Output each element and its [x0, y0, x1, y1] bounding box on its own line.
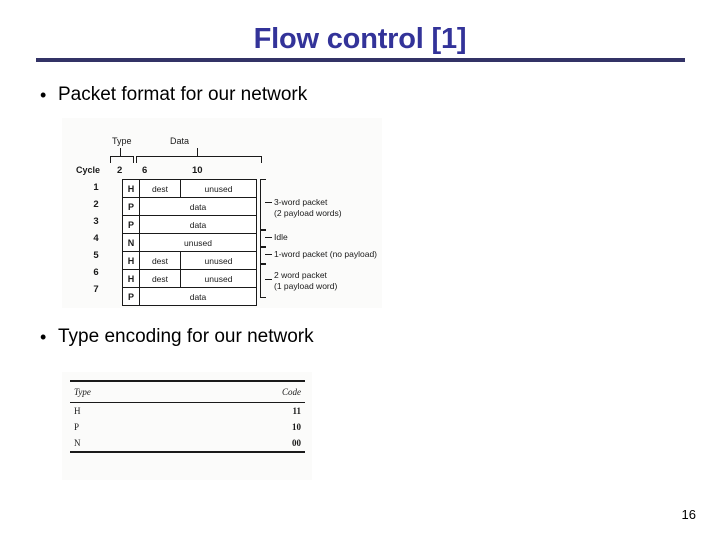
cell-type: H — [122, 179, 140, 198]
cell-type: P — [122, 215, 140, 234]
cell-type: P — [74, 422, 80, 432]
cell-type: P — [122, 287, 140, 306]
annotation-line: 2 word packet — [274, 270, 327, 280]
annotation-idle: Idle — [274, 232, 288, 243]
table-row: H 11 — [70, 403, 305, 420]
annotation-brace — [260, 230, 266, 247]
table-row: P data — [122, 197, 257, 216]
brace-tick-data — [197, 148, 199, 157]
table-row: H dest unused — [122, 251, 257, 270]
annotation-brace — [260, 247, 266, 264]
table-row: H dest unused — [122, 179, 257, 198]
cell-payload: data — [139, 287, 257, 306]
table-row: P data — [122, 215, 257, 234]
width-label-type: 2 — [117, 165, 123, 176]
cell-payload: data — [139, 197, 257, 216]
cell-dest: dest — [139, 251, 181, 270]
brace-data — [136, 156, 262, 163]
bullet-label: Type encoding for our network — [58, 326, 314, 347]
width-label-payload: 10 — [192, 165, 203, 176]
table-header-row: Type Code — [70, 380, 305, 403]
column-header-type: Type — [70, 380, 188, 403]
bullet-item-type-encoding: • Type encoding for our network — [40, 324, 314, 350]
cycle-number: 5 — [93, 250, 99, 261]
annotation-1-word-packet: 1-word packet (no payload) — [274, 249, 377, 260]
table-row: P 10 — [70, 419, 305, 435]
bullet-marker-icon: • — [40, 327, 47, 347]
field-header-type: Type — [112, 136, 132, 146]
cell-payload: data — [139, 215, 257, 234]
page-number: 16 — [681, 507, 696, 522]
annotation-brace — [260, 264, 266, 298]
cell-type: P — [122, 197, 140, 216]
bullet-marker-icon: • — [40, 85, 47, 105]
table-row: N unused — [122, 233, 257, 252]
annotation-line: (1 payload word) — [274, 281, 338, 291]
cycle-number: 2 — [93, 199, 99, 210]
annotation-line: Idle — [274, 232, 288, 242]
cell-type: N — [122, 233, 140, 252]
cycle-number: 7 — [93, 284, 99, 295]
page-title: Flow control [1] — [253, 23, 467, 55]
cell-type: H — [74, 406, 81, 416]
packet-format-figure: Type Data Cycle 2 6 10 1 2 3 4 5 6 7 H d… — [62, 118, 382, 308]
table-row: H dest unused — [122, 269, 257, 288]
table-row: N 00 — [70, 435, 305, 453]
cycle-number: 6 — [93, 267, 99, 278]
brace-type — [110, 156, 134, 163]
cell-code: 11 — [292, 406, 301, 416]
cell-dest: dest — [139, 269, 181, 288]
bullet-item-packet-format: • Packet format for our network — [40, 82, 307, 108]
annotation-line: 3-word packet — [274, 197, 328, 207]
cell-dest: dest — [139, 179, 181, 198]
field-header-data: Data — [170, 136, 190, 146]
width-label-dest: 6 — [142, 165, 148, 176]
annotation-brace — [260, 179, 266, 230]
cycle-column-header: Cycle — [76, 165, 101, 175]
cell-payload: unused — [139, 233, 257, 252]
cell-payload: unused — [180, 179, 257, 198]
annotation-nub — [265, 254, 272, 256]
cell-code: 10 — [292, 422, 301, 432]
annotation-nub — [265, 202, 272, 204]
brace-tick-type — [120, 148, 122, 157]
type-encoding-table: Type Code H 11 P 10 N 00 — [70, 380, 305, 453]
cell-code: 00 — [187, 435, 305, 453]
cycle-number: 4 — [93, 233, 99, 244]
cell-type: H — [122, 269, 140, 288]
annotation-line: (2 payload words) — [274, 208, 342, 218]
table-row: P data — [122, 287, 257, 306]
annotation-line: 1-word packet (no payload) — [274, 249, 378, 259]
cycle-number-column: 1 2 3 4 5 6 7 — [76, 179, 116, 298]
title-divider — [36, 58, 685, 62]
cell-payload: unused — [180, 251, 257, 270]
column-header-code: Code — [187, 380, 305, 403]
annotation-3-word-packet: 3-word packet (2 payload words) — [274, 197, 342, 219]
cell-payload: unused — [180, 269, 257, 288]
annotation-nub — [265, 237, 272, 239]
cycle-number: 3 — [93, 216, 99, 227]
packet-format-table: H dest unused P data P data N unused H — [122, 179, 257, 306]
annotation-2-word-packet: 2 word packet (1 payload word) — [274, 270, 337, 292]
bullet-label: Packet format for our network — [58, 84, 308, 105]
cell-type: H — [122, 251, 140, 270]
type-encoding-figure: Type Code H 11 P 10 N 00 — [62, 372, 312, 480]
cycle-number: 1 — [93, 182, 99, 193]
cell-type: N — [70, 435, 188, 453]
annotation-nub — [265, 279, 272, 281]
